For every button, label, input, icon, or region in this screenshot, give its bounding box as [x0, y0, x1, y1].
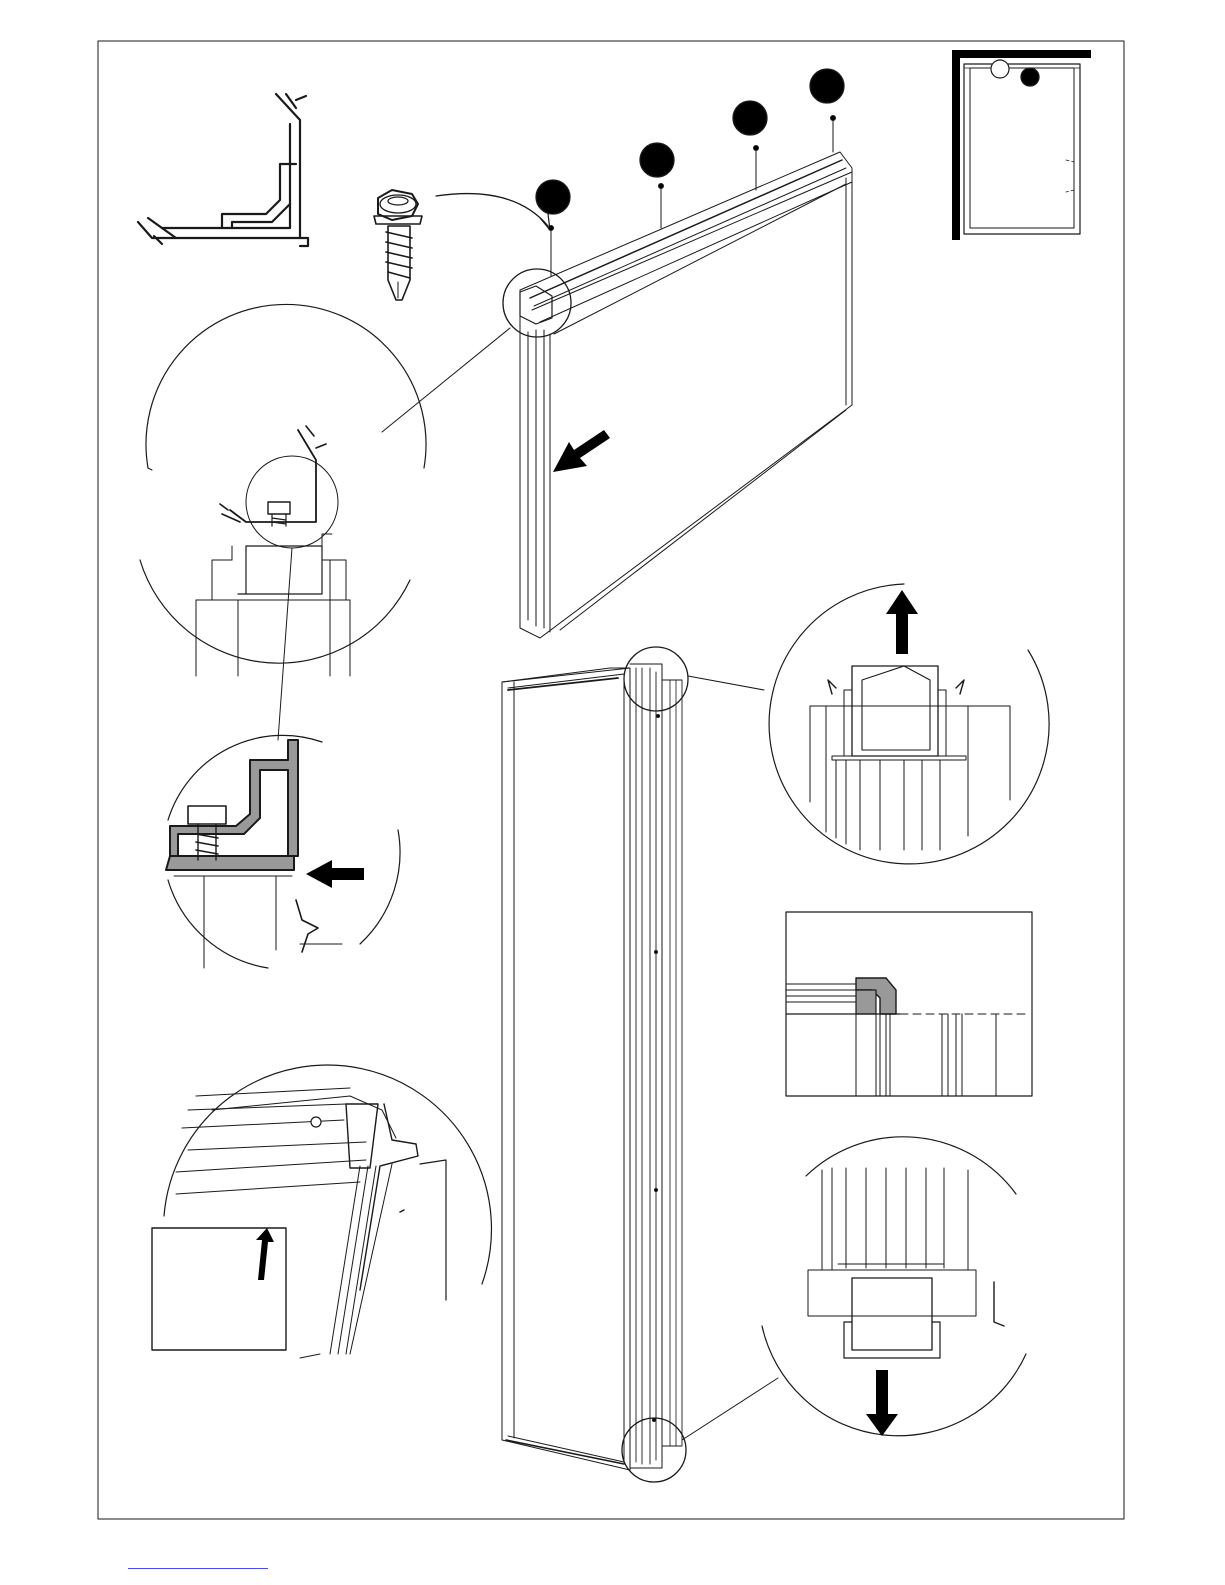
detail-circle-lift: [769, 584, 1049, 864]
step-marker-3: [733, 101, 767, 135]
detail-circle-screw: [166, 735, 400, 968]
footer-link-underline[interactable]: [128, 1568, 268, 1569]
detail-circle-push-down: [762, 1137, 1026, 1436]
leader-line-2: [278, 548, 292, 740]
self-drilling-screw-icon: [374, 190, 422, 300]
arrow-slide-profile: [553, 430, 610, 472]
leader-line-3: [688, 676, 764, 690]
floor-plan-icon: [952, 50, 1091, 240]
screw-placement-arrow: [436, 194, 548, 226]
leader-line-1: [382, 328, 510, 432]
upper-wall-panel: [520, 152, 852, 638]
arrow-lift-up: [886, 590, 918, 654]
zoom-ring-tall-bottom: [622, 1418, 686, 1482]
step-marker-1: [536, 180, 570, 214]
detail-box-corner-joint: [786, 912, 1032, 1096]
arrow-push-down: [866, 1370, 898, 1436]
step-marker-4: [810, 69, 844, 103]
detail-circle-profile-section: [140, 304, 426, 676]
top-profile-screws: [549, 116, 836, 277]
leader-line-4: [682, 1378, 778, 1440]
tall-wall-panel: [502, 664, 682, 1470]
arrow-push-profile: [306, 860, 364, 888]
zoom-ring-top-corner: [503, 269, 571, 337]
corner-profile-icon: [138, 94, 308, 246]
step-marker-2: [640, 143, 674, 177]
